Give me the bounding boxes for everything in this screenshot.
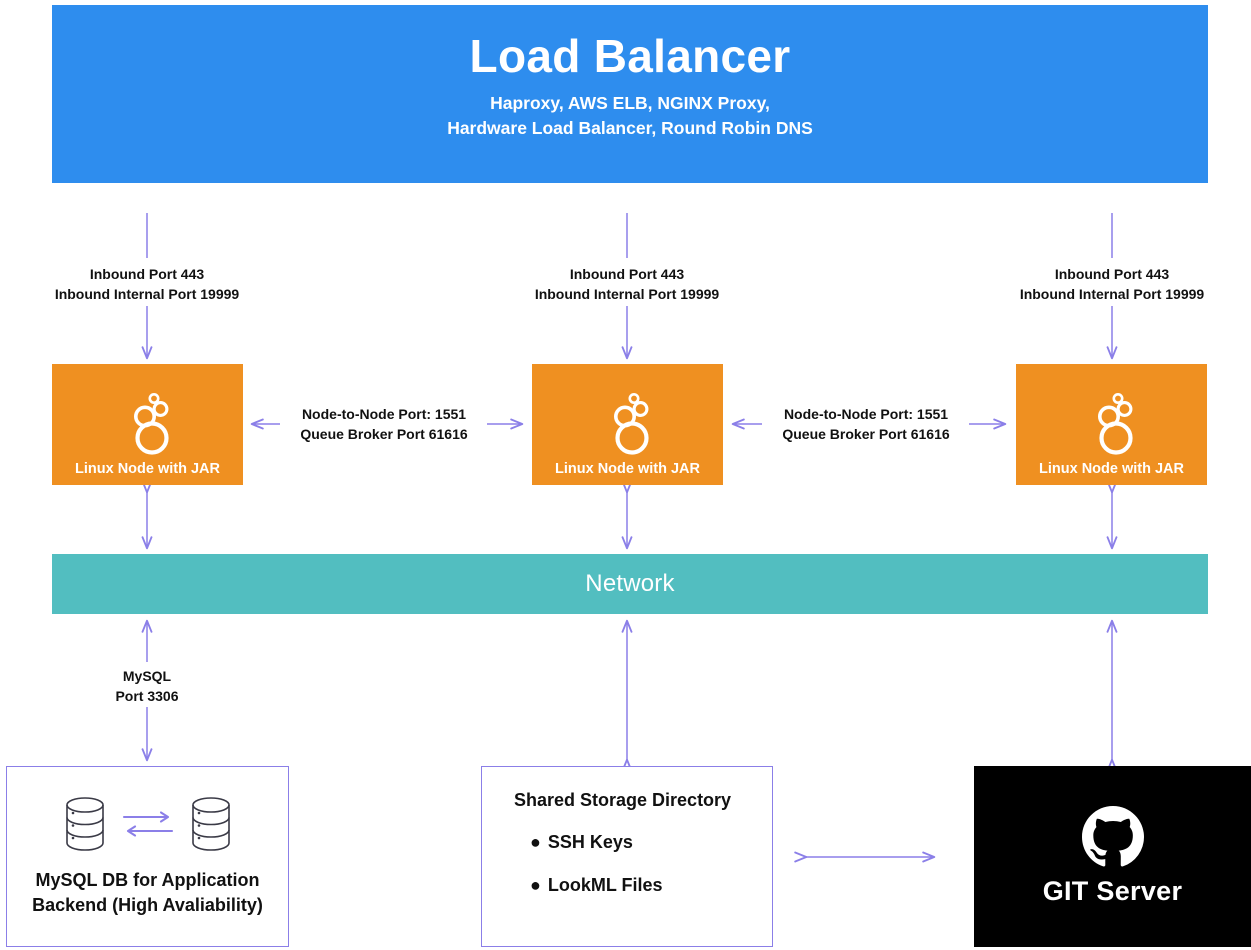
shared-storage-item-ssh-keys-label: SSH Keys <box>547 832 633 853</box>
mysql-db-caption-line1: MySQL DB for Application <box>35 870 260 891</box>
node-to-node-label-2-line2: Queue Broker Port 61616 <box>782 426 950 443</box>
node-to-node-label-2: Node-to-Node Port: 1551 Queue Broker Por… <box>771 404 961 445</box>
linux-cluster-bubbles-icon <box>133 392 169 455</box>
linux-node-1-label: Linux Node with JAR <box>75 460 220 477</box>
load-balancer-subtitle-line1: Haproxy, AWS ELB, NGINX Proxy, <box>490 92 770 113</box>
mysql-edge-label-line1: MySQL <box>122 668 172 684</box>
inbound-label-2-line2: Inbound Internal Port 19999 <box>534 286 720 303</box>
inbound-label-3-line1: Inbound Port 443 <box>1054 266 1170 282</box>
database-cylinder-icon <box>65 797 104 852</box>
database-replication-icon <box>62 796 234 852</box>
inbound-label-1-line2: Inbound Internal Port 19999 <box>54 286 240 303</box>
mysql-db-caption-line2: Backend (High Avaliability) <box>32 894 263 915</box>
github-octocat-icon <box>1081 806 1144 867</box>
node-to-node-label-1-line2: Queue Broker Port 61616 <box>300 426 468 443</box>
load-balancer-title: Load Balancer <box>469 30 791 83</box>
mysql-db-box: MySQL DB for Application Backend (High A… <box>6 766 289 947</box>
linux-cluster-bubbles-icon <box>1097 392 1133 455</box>
mysql-edge-label: MySQL Port 3306 <box>52 666 242 707</box>
shared-storage-item-ssh-keys: ● SSH Keys <box>514 831 772 854</box>
git-server-label: GIT Server <box>1042 876 1183 906</box>
linux-node-1: Linux Node with JAR <box>52 364 243 485</box>
inbound-label-2: Inbound Port 443 Inbound Internal Port 1… <box>480 264 774 305</box>
inbound-label-3: Inbound Port 443 Inbound Internal Port 1… <box>965 264 1251 305</box>
linux-node-2: Linux Node with JAR <box>532 364 723 485</box>
load-balancer-subtitle-line2: Hardware Load Balancer, Round Robin DNS <box>447 118 813 139</box>
git-server-box: GIT Server <box>974 766 1251 947</box>
linux-node-3-label: Linux Node with JAR <box>1039 460 1184 477</box>
shared-storage-item-lookml-files: ● LookML Files <box>514 874 772 897</box>
shared-storage-title: Shared Storage Directory <box>514 790 732 810</box>
network-label: Network <box>585 570 675 597</box>
bullet-icon: ● <box>530 832 541 853</box>
bullet-icon: ● <box>530 874 541 895</box>
mysql-edge-label-line2: Port 3306 <box>115 688 179 705</box>
replication-arrows-icon <box>122 811 173 837</box>
linux-node-2-label: Linux Node with JAR <box>555 460 700 477</box>
inbound-label-1: Inbound Port 443 Inbound Internal Port 1… <box>0 264 294 305</box>
mysql-db-caption: MySQL DB for Application Backend (High A… <box>32 868 263 917</box>
database-cylinder-icon <box>191 797 230 852</box>
inbound-label-3-line2: Inbound Internal Port 19999 <box>1019 286 1205 303</box>
network-block: Network <box>52 554 1208 614</box>
node-to-node-label-2-line1: Node-to-Node Port: 1551 <box>783 406 949 422</box>
inbound-label-1-line1: Inbound Port 443 <box>89 266 205 282</box>
linux-node-3: Linux Node with JAR <box>1016 364 1207 485</box>
node-to-node-label-1-line1: Node-to-Node Port: 1551 <box>301 406 467 422</box>
node-to-node-label-1: Node-to-Node Port: 1551 Queue Broker Por… <box>289 404 479 445</box>
shared-storage-item-lookml-files-label: LookML Files <box>547 874 663 895</box>
linux-cluster-bubbles-icon <box>613 392 649 455</box>
inbound-label-2-line1: Inbound Port 443 <box>569 266 685 282</box>
load-balancer-block: Load Balancer Haproxy, AWS ELB, NGINX Pr… <box>52 5 1208 183</box>
shared-storage-box: Shared Storage Directory ● SSH Keys ● Look… <box>481 766 773 947</box>
